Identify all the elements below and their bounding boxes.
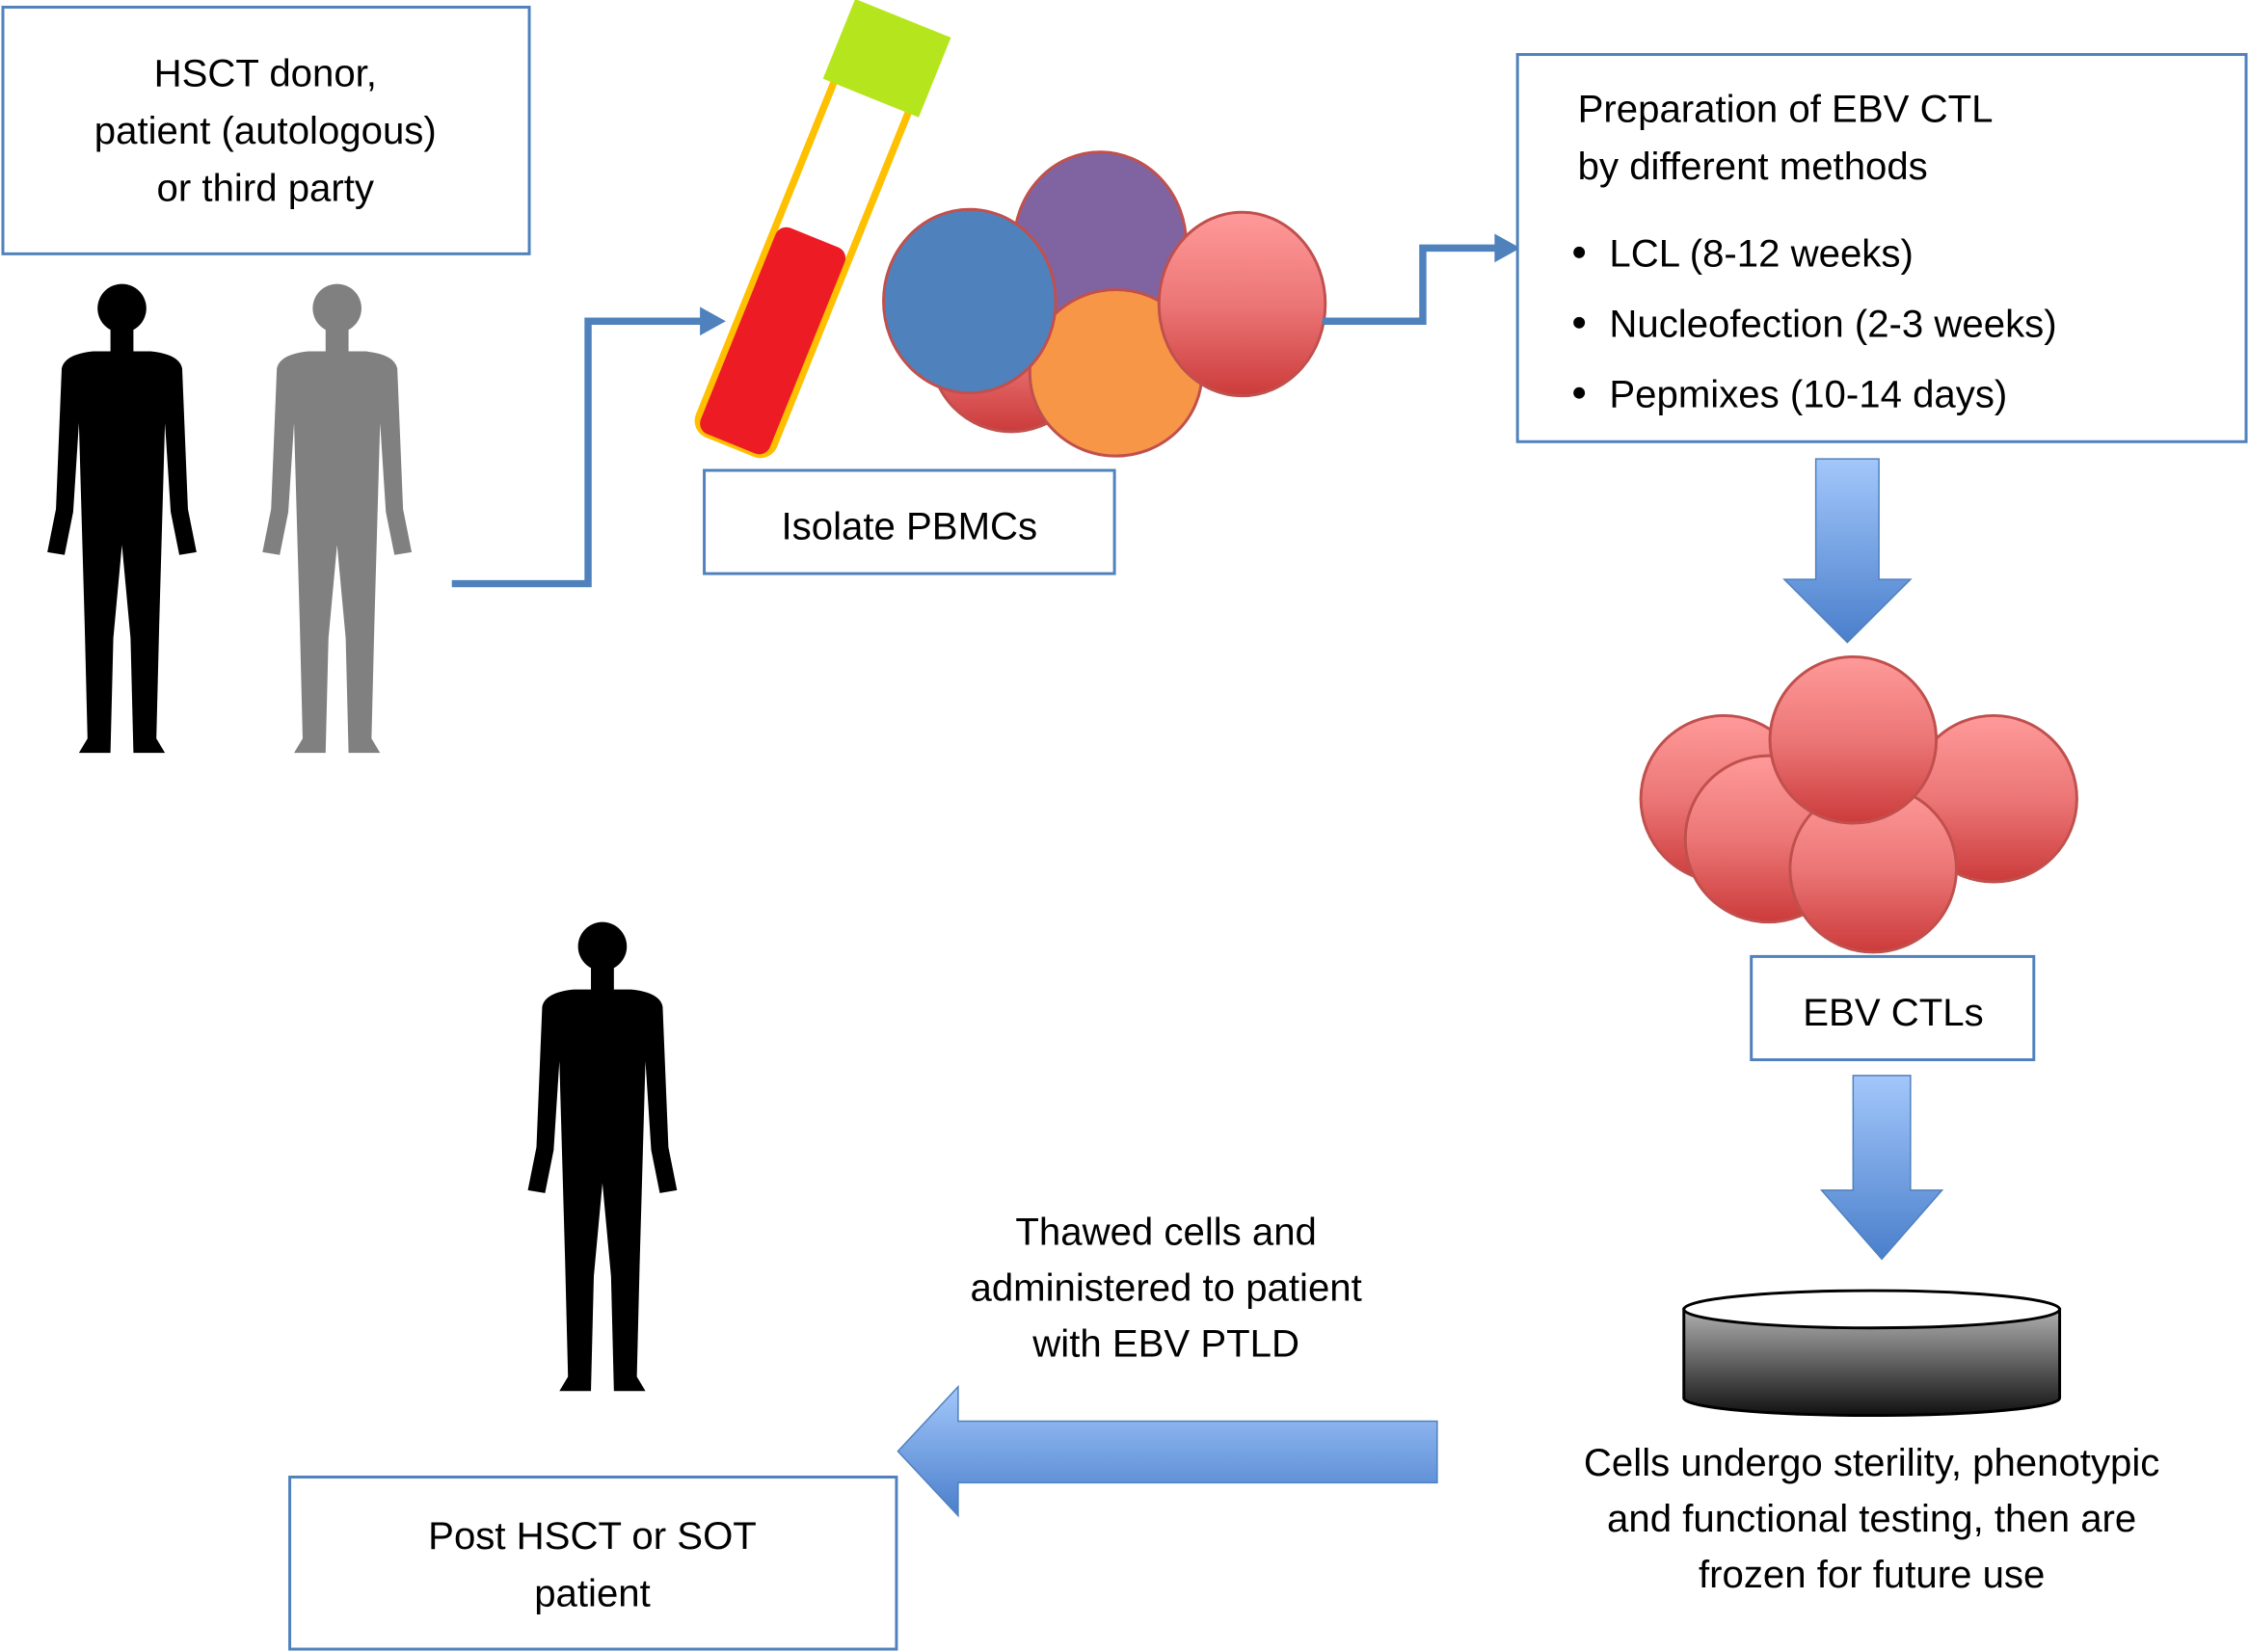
ctl-cluster-icon	[1639, 654, 2078, 954]
recipient-box: Post HSCT or SOT patient	[288, 1475, 898, 1651]
source-box: HSCT donor, patient (autologous) or thir…	[1, 5, 531, 255]
caption-line: administered to patient	[971, 1266, 1362, 1309]
source-line: HSCT donor,	[154, 51, 377, 94]
down-arrow-icon	[1819, 1075, 1944, 1261]
connector-arrow	[1322, 244, 1499, 325]
caption-line: frozen for future use	[1699, 1553, 2045, 1596]
left-arrow-icon	[897, 1384, 1438, 1518]
bullet-icon	[1573, 386, 1586, 399]
caption-line: Thawed cells and	[1015, 1210, 1317, 1253]
blood-tube-icon	[694, 0, 951, 459]
recipient-line: patient	[534, 1571, 651, 1614]
ctl-label: EBV CTLs	[1803, 991, 1983, 1034]
connector-arrow	[451, 317, 704, 588]
isolate-box: Isolate PBMCs	[703, 468, 1116, 575]
prep-title-line: by different methods	[1578, 145, 1928, 188]
thaw-caption: Thawed cells and administered to patient…	[971, 1210, 1362, 1365]
recipient-line: Post HSCT or SOT	[428, 1514, 757, 1558]
method-item: LCL (8-12 weeks)	[1609, 232, 1913, 276]
caption-line: and functional testing, then are	[1607, 1497, 2136, 1540]
method-item: Nucleofection (2-3 weeks)	[1609, 303, 2056, 346]
testing-caption: Cells undergo sterility, phenotypic and …	[1584, 1441, 2159, 1596]
isolate-label: Isolate PBMCs	[782, 504, 1038, 547]
caption-line: Cells undergo sterility, phenotypic	[1584, 1441, 2159, 1484]
down-arrow-icon	[1782, 458, 1913, 644]
patient-silhouette-icon	[262, 283, 413, 754]
source-line: patient (autologous)	[94, 109, 437, 152]
pbmc-cluster-icon	[882, 150, 1327, 458]
bullet-icon	[1573, 316, 1586, 329]
method-item: Pepmixes (10-14 days)	[1609, 373, 2007, 416]
arrowhead-icon	[1494, 233, 1521, 263]
ctl-box: EBV CTLs	[1750, 954, 2036, 1062]
preparation-box: Preparation of EBV CTL by different meth…	[1515, 53, 2248, 443]
caption-line: with EBV PTLD	[1031, 1322, 1299, 1366]
source-line: or third party	[157, 166, 374, 209]
arrowhead-icon	[700, 306, 726, 336]
bullet-icon	[1573, 246, 1586, 258]
donor-silhouette-icon	[47, 283, 197, 754]
storage-dish-icon	[1682, 1289, 2062, 1417]
prep-title-line: Preparation of EBV CTL	[1578, 87, 1994, 130]
recipient-silhouette-icon	[527, 921, 678, 1392]
